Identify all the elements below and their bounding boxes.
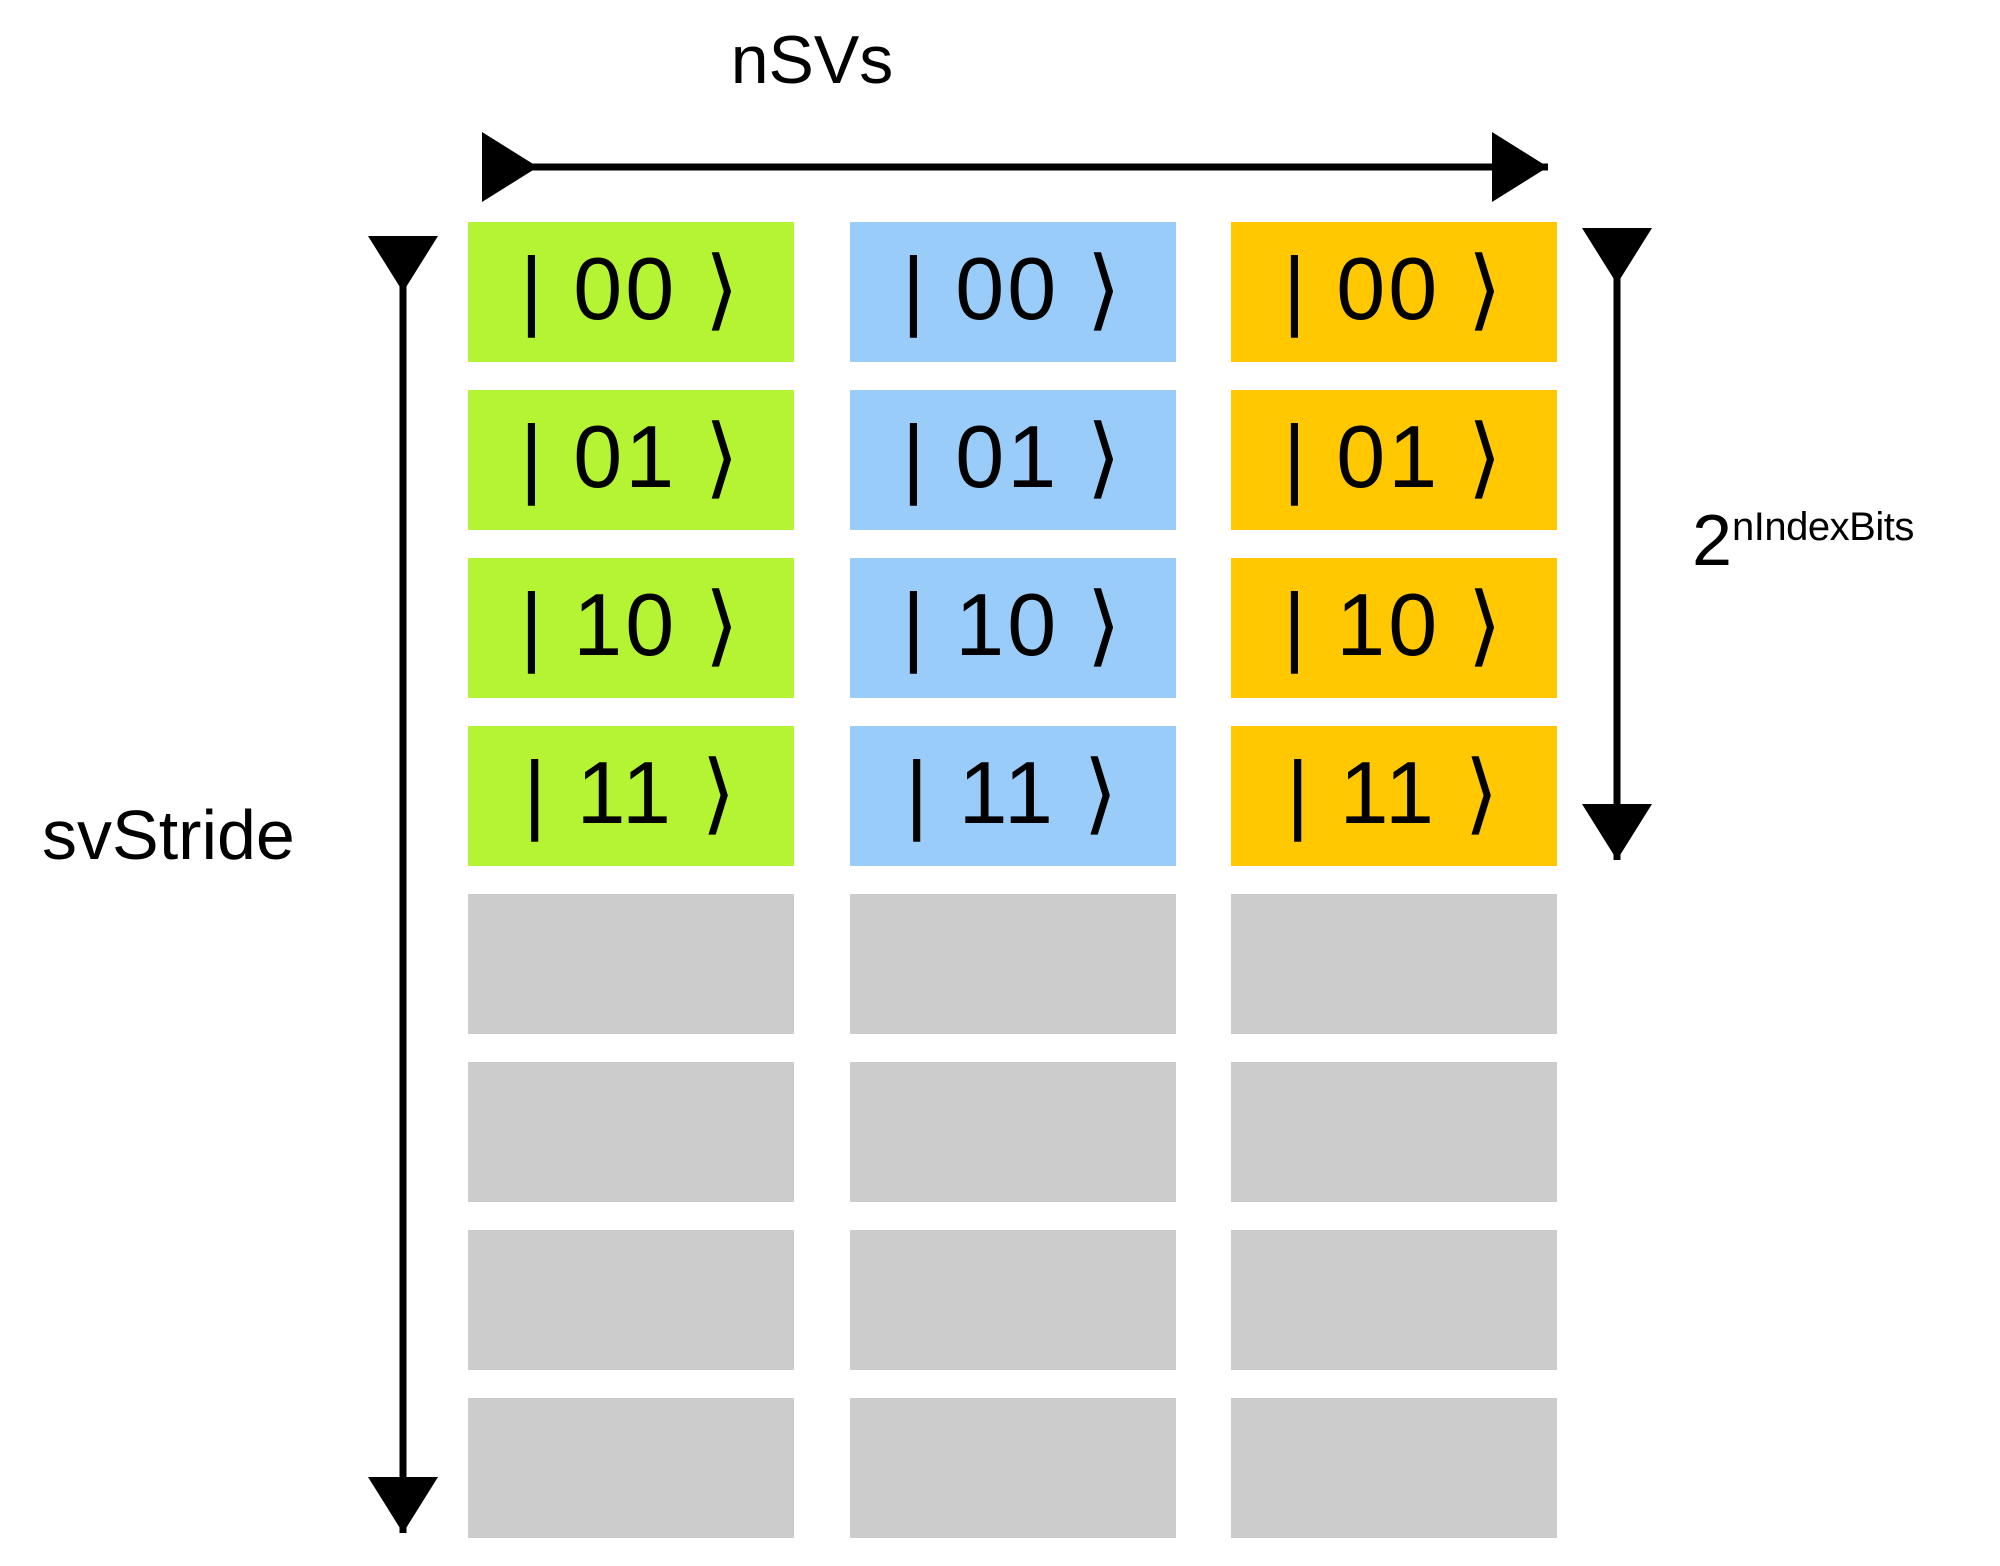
empty-cell: [850, 1398, 1176, 1538]
grid-row: [468, 1398, 1557, 1538]
ket-label: | 00 ⟩: [902, 239, 1124, 338]
empty-cell: [468, 1398, 794, 1538]
empty-cell: [468, 1062, 794, 1202]
index-bits-label: 2nIndexBits: [1692, 505, 1914, 577]
state-vector-grid: | 00 ⟩ | 00 ⟩ | 00 ⟩ | 01 ⟩ | 01 ⟩ | 01 ⟩ | 10…: [468, 222, 1557, 1566]
ket-label: | 00 ⟩: [1283, 239, 1505, 338]
state-cell: | 11 ⟩: [468, 726, 794, 866]
ket-label: | 11 ⟩: [1286, 743, 1502, 842]
empty-cell: [468, 894, 794, 1034]
ket-label: | 10 ⟩: [520, 575, 742, 674]
empty-cell: [850, 1062, 1176, 1202]
ket-label: | 01 ⟩: [520, 407, 742, 506]
empty-cell: [1231, 1230, 1557, 1370]
ket-label: | 01 ⟩: [902, 407, 1124, 506]
grid-row: | 10 ⟩ | 10 ⟩ | 10 ⟩: [468, 558, 1557, 698]
grid-row: | 11 ⟩ | 11 ⟩ | 11 ⟩: [468, 726, 1557, 866]
ket-label: | 01 ⟩: [1283, 407, 1505, 506]
empty-cell: [850, 894, 1176, 1034]
state-cell: | 00 ⟩: [850, 222, 1176, 362]
empty-cell: [1231, 894, 1557, 1034]
grid-row: [468, 1230, 1557, 1370]
ket-label: | 11 ⟩: [905, 743, 1121, 842]
empty-cell: [1231, 1062, 1557, 1202]
grid-row: [468, 894, 1557, 1034]
state-cell: | 10 ⟩: [1231, 558, 1557, 698]
nsvs-label: nSVs: [0, 26, 2000, 94]
svstride-label: svStride: [42, 796, 295, 874]
state-cell: | 00 ⟩: [468, 222, 794, 362]
ket-label: | 10 ⟩: [902, 575, 1124, 674]
state-cell: | 11 ⟩: [1231, 726, 1557, 866]
state-cell: | 10 ⟩: [850, 558, 1176, 698]
grid-row: | 00 ⟩ | 00 ⟩ | 00 ⟩: [468, 222, 1557, 362]
ket-label: | 10 ⟩: [1283, 575, 1505, 674]
ket-label: | 11 ⟩: [523, 743, 739, 842]
state-cell: | 00 ⟩: [1231, 222, 1557, 362]
ket-label: | 00 ⟩: [520, 239, 742, 338]
state-cell: | 01 ⟩: [1231, 390, 1557, 530]
state-cell: | 01 ⟩: [468, 390, 794, 530]
index-bits-base: 2: [1692, 501, 1733, 581]
empty-cell: [1231, 1398, 1557, 1538]
state-cell: | 10 ⟩: [468, 558, 794, 698]
empty-cell: [468, 1230, 794, 1370]
index-bits-exponent: nIndexBits: [1732, 505, 1914, 549]
nsvs-label-text: nSVs: [730, 22, 894, 98]
grid-row: | 01 ⟩ | 01 ⟩ | 01 ⟩: [468, 390, 1557, 530]
state-cell: | 01 ⟩: [850, 390, 1176, 530]
state-cell: | 11 ⟩: [850, 726, 1176, 866]
grid-row: [468, 1062, 1557, 1202]
empty-cell: [850, 1230, 1176, 1370]
